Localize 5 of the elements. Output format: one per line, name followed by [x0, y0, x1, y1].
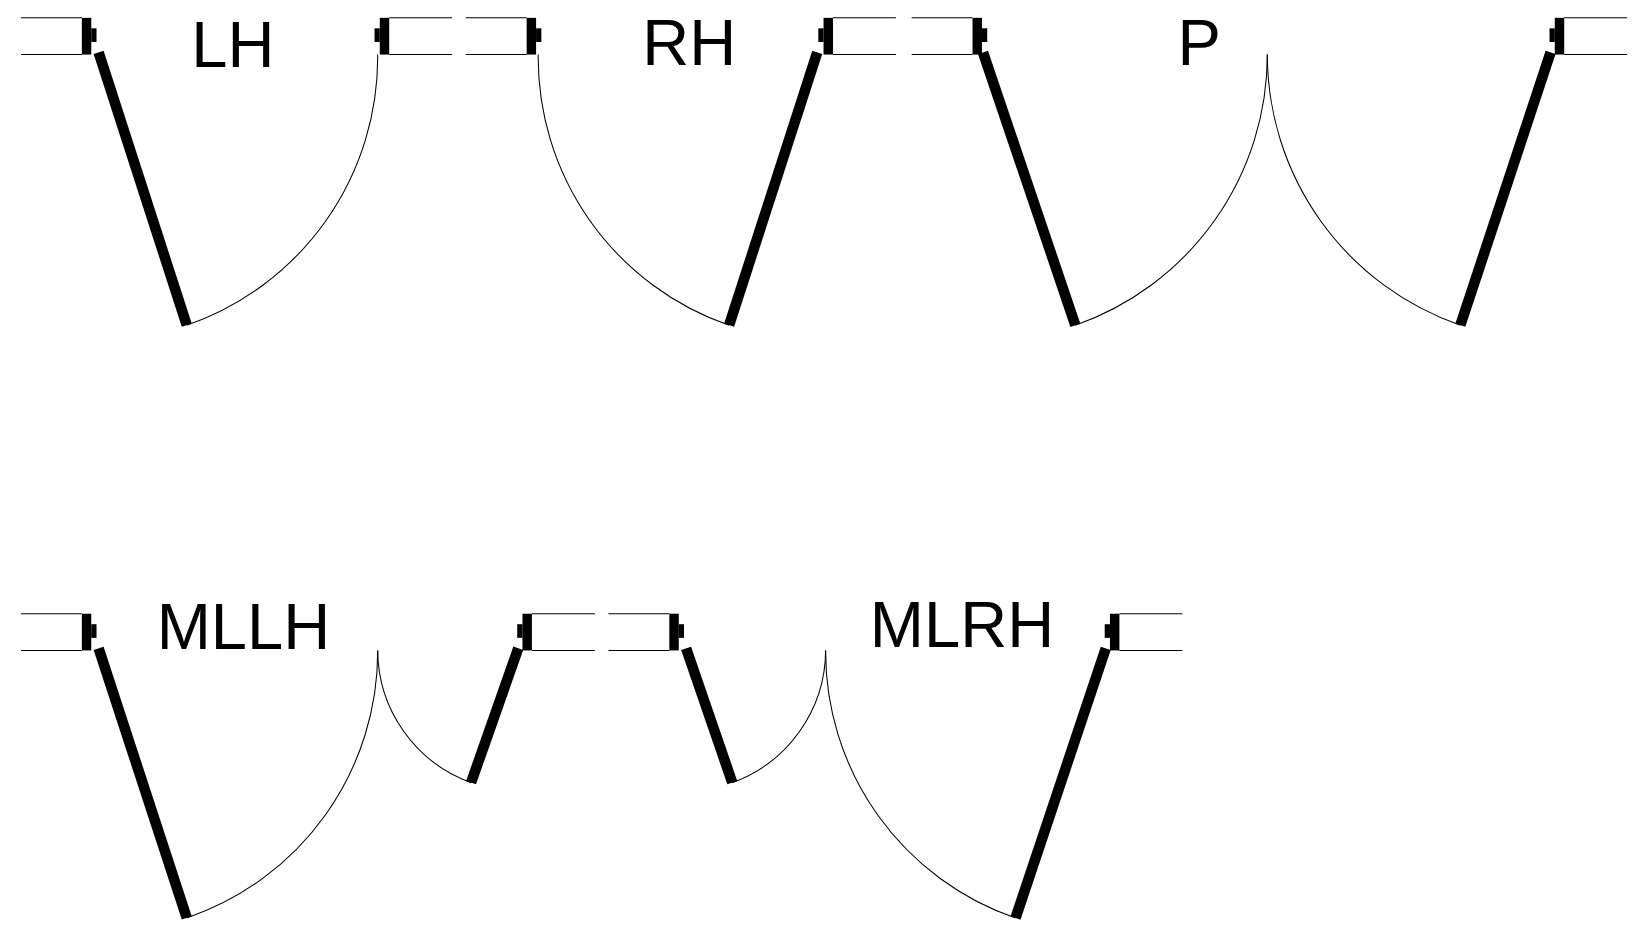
door-type-label: P: [1177, 10, 1221, 76]
door-type-label: MLLH: [156, 594, 331, 660]
door-type-label: MLRH: [869, 592, 1055, 658]
door-type-label: RH: [642, 10, 737, 76]
door-type-label: LH: [191, 12, 275, 78]
